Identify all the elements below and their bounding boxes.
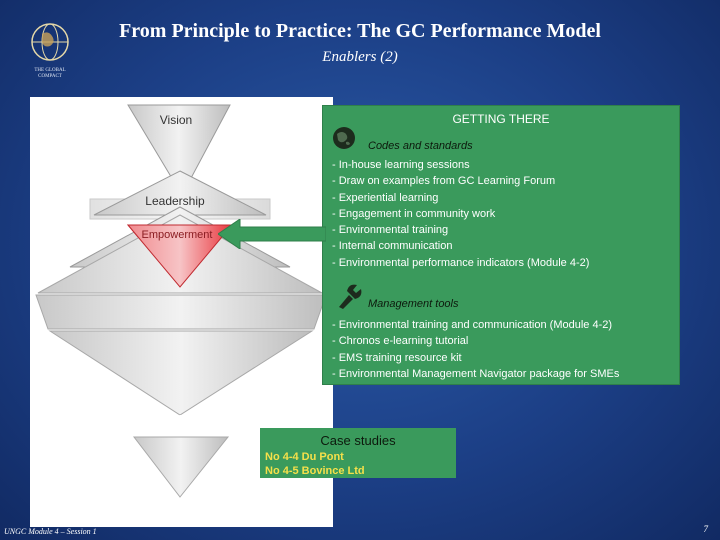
codes-standards-list: - In-house learning sessions - Draw on e… [332, 157, 589, 271]
list-item: - Environmental Management Navigator pac… [332, 367, 620, 380]
list-item: - Environmental training and communicati… [332, 319, 613, 331]
list-item: - Draw on examples from GC Learning Foru… [332, 175, 556, 188]
globe-icon [333, 127, 355, 149]
bottom-triangle [134, 415, 228, 435]
empowerment-shape-top [126, 224, 234, 288]
case-study-item: No 4-4 Du Pont [265, 451, 344, 463]
list-item: - Engagement in community work [332, 207, 496, 220]
list-item: - Chronos e-learning tutorial [332, 335, 469, 348]
slide-subtitle: Enablers (2) [322, 49, 398, 65]
lower-inverted-triangle [48, 330, 314, 416]
case-studies-title: Case studies [320, 433, 396, 448]
getting-there-panel: GETTING THERE Codes and standards - In-h… [322, 105, 680, 385]
pointer-arrow [218, 219, 326, 249]
vision-label: Vision [160, 113, 192, 127]
vision-shape [127, 104, 231, 197]
management-tools-list: - Environmental training and communicati… [332, 317, 619, 382]
management-tools-title: Management tools [368, 298, 459, 310]
footer-module-label: UNGC Module 4 – Session 1 [4, 527, 97, 536]
list-item: - Environmental training [332, 224, 449, 237]
list-item: - Environmental performance indicators (… [332, 256, 590, 269]
leadership-label: Leadership [145, 194, 205, 208]
empowerment-label: Empowerment [142, 229, 213, 241]
list-item: - EMS training resource kit [332, 351, 462, 364]
codes-standards-title: Codes and standards [368, 140, 473, 152]
slide-title: From Principle to Practice: The GC Perfo… [119, 20, 601, 42]
list-item: - Internal communication [332, 240, 453, 253]
global-compact-logo: THE GLOBAL COMPACT [22, 18, 78, 82]
list-item: - Experiential learning [332, 191, 439, 204]
page-number: 7 [703, 524, 709, 534]
middle-band [35, 294, 327, 330]
list-item: - In-house learning sessions [332, 159, 470, 171]
tools-icon [339, 284, 362, 309]
case-studies-box: Case studies No 4-4 Du Pont No 4-5 Bovin… [260, 428, 456, 478]
base-triangle [132, 436, 230, 498]
globe-logo-icon [31, 23, 69, 61]
logo-caption: THE GLOBAL COMPACT [34, 68, 66, 79]
case-study-item: No 4-5 Bovince Ltd [265, 465, 365, 477]
panel-heading: GETTING THERE [452, 112, 550, 126]
